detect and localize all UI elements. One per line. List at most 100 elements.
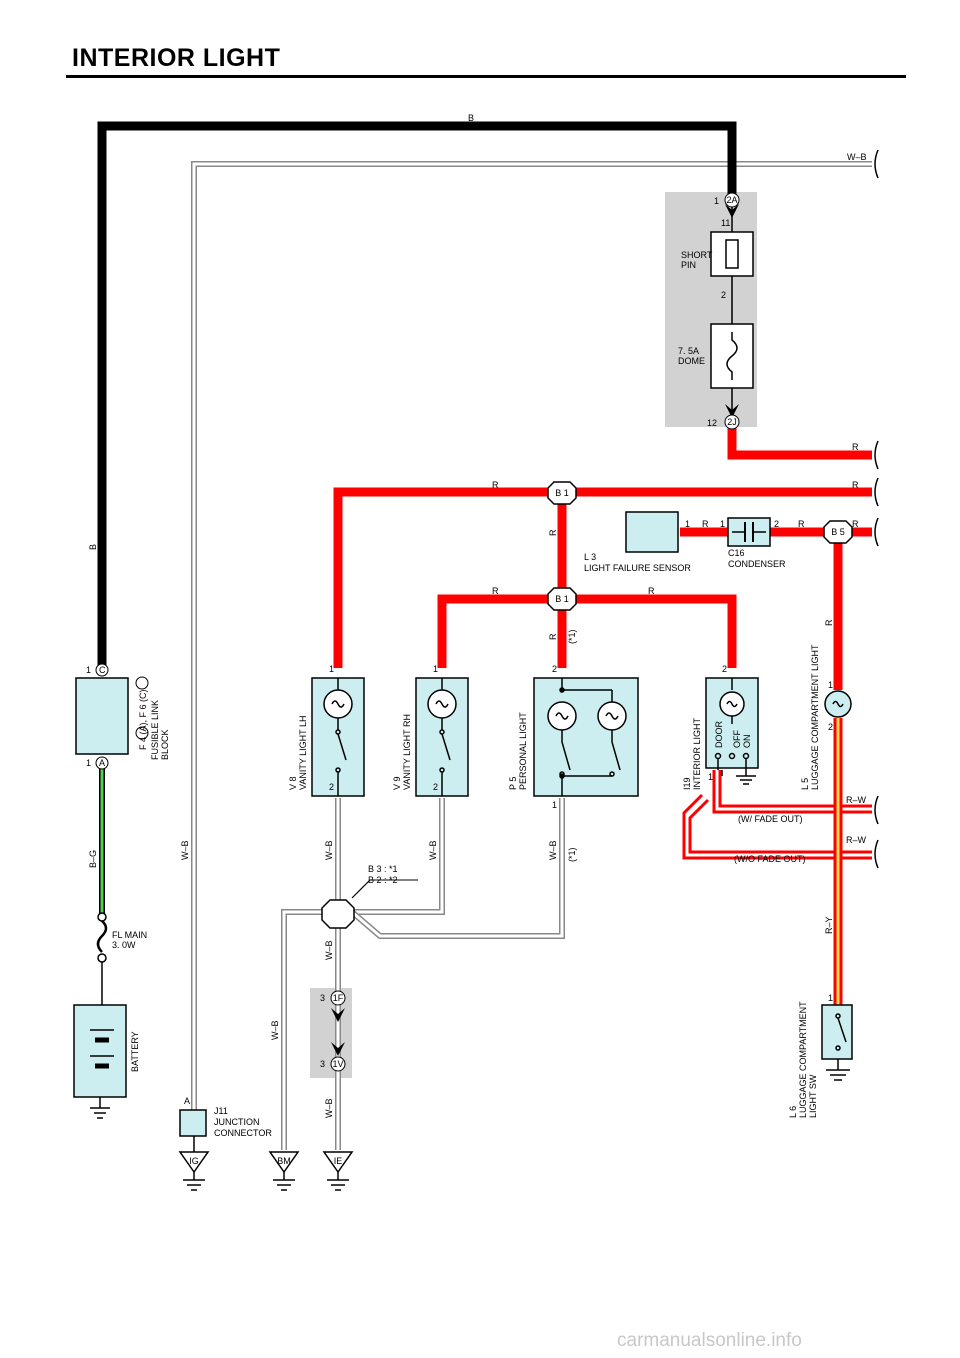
wire-label-wb-left: W–B	[180, 840, 190, 860]
dome-fuse-label-1: 7. 5A	[678, 346, 699, 356]
connector-a	[95, 756, 109, 770]
i19-on: ON	[742, 735, 752, 749]
fusible-link-code: F 4 (A), F 6 (C)	[138, 689, 148, 750]
i19-pin2: 2	[722, 664, 727, 674]
fl-main-label-2: 3. 0W	[112, 940, 136, 950]
l6-pin1: 1	[828, 993, 833, 1003]
fusible-link-name-1: FUSIBLE LINK	[150, 700, 160, 760]
ground-bm-label: BM	[277, 1156, 291, 1166]
connector-1f	[330, 990, 346, 1006]
personal-light	[533, 677, 639, 797]
dome-fuse-label-2: DOME	[678, 356, 705, 366]
connector-2a-label: 2A	[726, 195, 737, 205]
wire-label-r-sensor: R	[702, 519, 709, 529]
interior-light-symbol	[714, 678, 756, 785]
wire-label-wb-ie: W–B	[324, 1098, 334, 1118]
p5-pin1: 1	[552, 800, 557, 810]
note-star1-a: (*1)	[567, 629, 577, 644]
short-pin	[710, 231, 754, 277]
wire-label-b-left: B	[88, 544, 98, 550]
splice-note-1: B 3 : *1	[368, 864, 398, 874]
l6-code: L 6	[788, 1106, 798, 1118]
no-fade-out-note: (W/O FADE OUT)	[734, 854, 806, 864]
pin-1f: 3	[320, 993, 325, 1003]
fusible-link-name-2: BLOCK	[160, 729, 170, 760]
j11-pin: A	[184, 1096, 190, 1106]
wire-label-wb-v9: W–B	[428, 840, 438, 860]
v8-pin2: 2	[329, 782, 334, 792]
sensor-pin: 1	[685, 519, 690, 529]
pin-a: 1	[86, 758, 91, 768]
short-pin-label-2: PIN	[681, 260, 696, 270]
junction-b1-mid	[547, 587, 577, 611]
pin-1v: 3	[320, 1059, 325, 1069]
short-pin-element	[725, 239, 739, 269]
wire-label-wb-j: W–B	[324, 940, 334, 960]
fusible-link-block	[75, 677, 129, 755]
v9-pin1: 1	[433, 664, 438, 674]
watermark: carmanualsonline.info	[617, 1330, 802, 1351]
personal-light-symbol	[547, 678, 627, 796]
condenser-name: CONDENSER	[728, 559, 786, 569]
wire-label-r-b5-down: R	[824, 619, 834, 626]
sensor-name: LIGHT FAILURE SENSOR	[584, 563, 691, 573]
j11-name-1: JUNCTION	[214, 1117, 260, 1127]
wire-label-r-b5-right: R	[852, 519, 859, 529]
junction-b5-label: B 5	[831, 527, 845, 537]
i19-pin1: 1	[708, 772, 713, 782]
wire-label-rw-1: R–W	[846, 795, 867, 805]
connector-2a-arrow	[725, 204, 739, 218]
ground-ig	[178, 1151, 210, 1191]
splice-note-2: B 2 : *2	[368, 875, 398, 885]
conn-a: A	[99, 758, 105, 768]
v9-pin2: 2	[433, 782, 438, 792]
pin-2a-in: 11	[721, 218, 730, 228]
wire-label-wb-bm: W–B	[270, 1020, 280, 1040]
l5-name: LUGGAGE COMPARTMENT LIGHT	[810, 644, 820, 790]
light-failure-sensor	[625, 511, 679, 553]
wire-label-r-b1b-left: R	[492, 586, 499, 596]
l6-name-2: LIGHT SW	[808, 1074, 818, 1118]
v8-pin1: 1	[329, 664, 334, 674]
wire-label-wb-p5: W–B	[548, 840, 558, 860]
wire-label-r-b1b-down: R	[548, 633, 558, 640]
wire-label-r-cond-right: R	[798, 519, 805, 529]
cond-pin1: 1	[720, 519, 725, 529]
l5-pin2: 2	[828, 722, 833, 732]
dome-fuse-symbol	[726, 332, 738, 380]
j11-code: J11	[214, 1106, 228, 1116]
p5-code: P 5	[508, 777, 518, 790]
v8-name: VANITY LIGHT LH	[298, 715, 308, 790]
fusible-code-c	[135, 676, 149, 690]
wire-rw	[682, 770, 872, 860]
fl-main-label-1: FL MAIN	[112, 930, 147, 940]
v9-name: VANITY LIGHT RH	[402, 714, 412, 790]
conn-c: C	[99, 665, 106, 675]
fade-out-note: (W/ FADE OUT)	[738, 814, 803, 824]
wire-label-rw-2: R–W	[846, 835, 867, 845]
wire-label-r-2j: R	[852, 442, 859, 452]
wire-wb-ground	[281, 798, 565, 1150]
v8-code: V 8	[288, 776, 298, 790]
luggage-light-switch	[821, 1004, 853, 1060]
wire-label-ry: R–Y	[824, 916, 834, 934]
l6-name-1: LUGGAGE COMPARTMENT	[798, 1001, 808, 1118]
p5-pin2: 2	[552, 664, 557, 674]
wire-label-r-b1-down: R	[548, 529, 558, 536]
note-star1-b: (*1)	[567, 847, 577, 862]
connector-1v-arrow	[331, 1042, 345, 1056]
connector-c	[95, 663, 109, 677]
fl-main-top	[97, 912, 107, 922]
l5-pin1: 1	[828, 680, 833, 690]
wire-label-r-b1-left: R	[492, 480, 499, 490]
wire-label-r-b1-right: R	[852, 480, 859, 490]
luggage-light-filament	[832, 700, 844, 708]
wire-red	[333, 420, 872, 690]
pin-short-2: 2	[721, 290, 726, 300]
fusible-code-a	[135, 726, 149, 740]
wire-label-r-b1b-right: R	[648, 586, 655, 596]
splice-junction	[321, 899, 355, 929]
battery	[73, 1004, 127, 1098]
title-rule	[66, 75, 906, 78]
